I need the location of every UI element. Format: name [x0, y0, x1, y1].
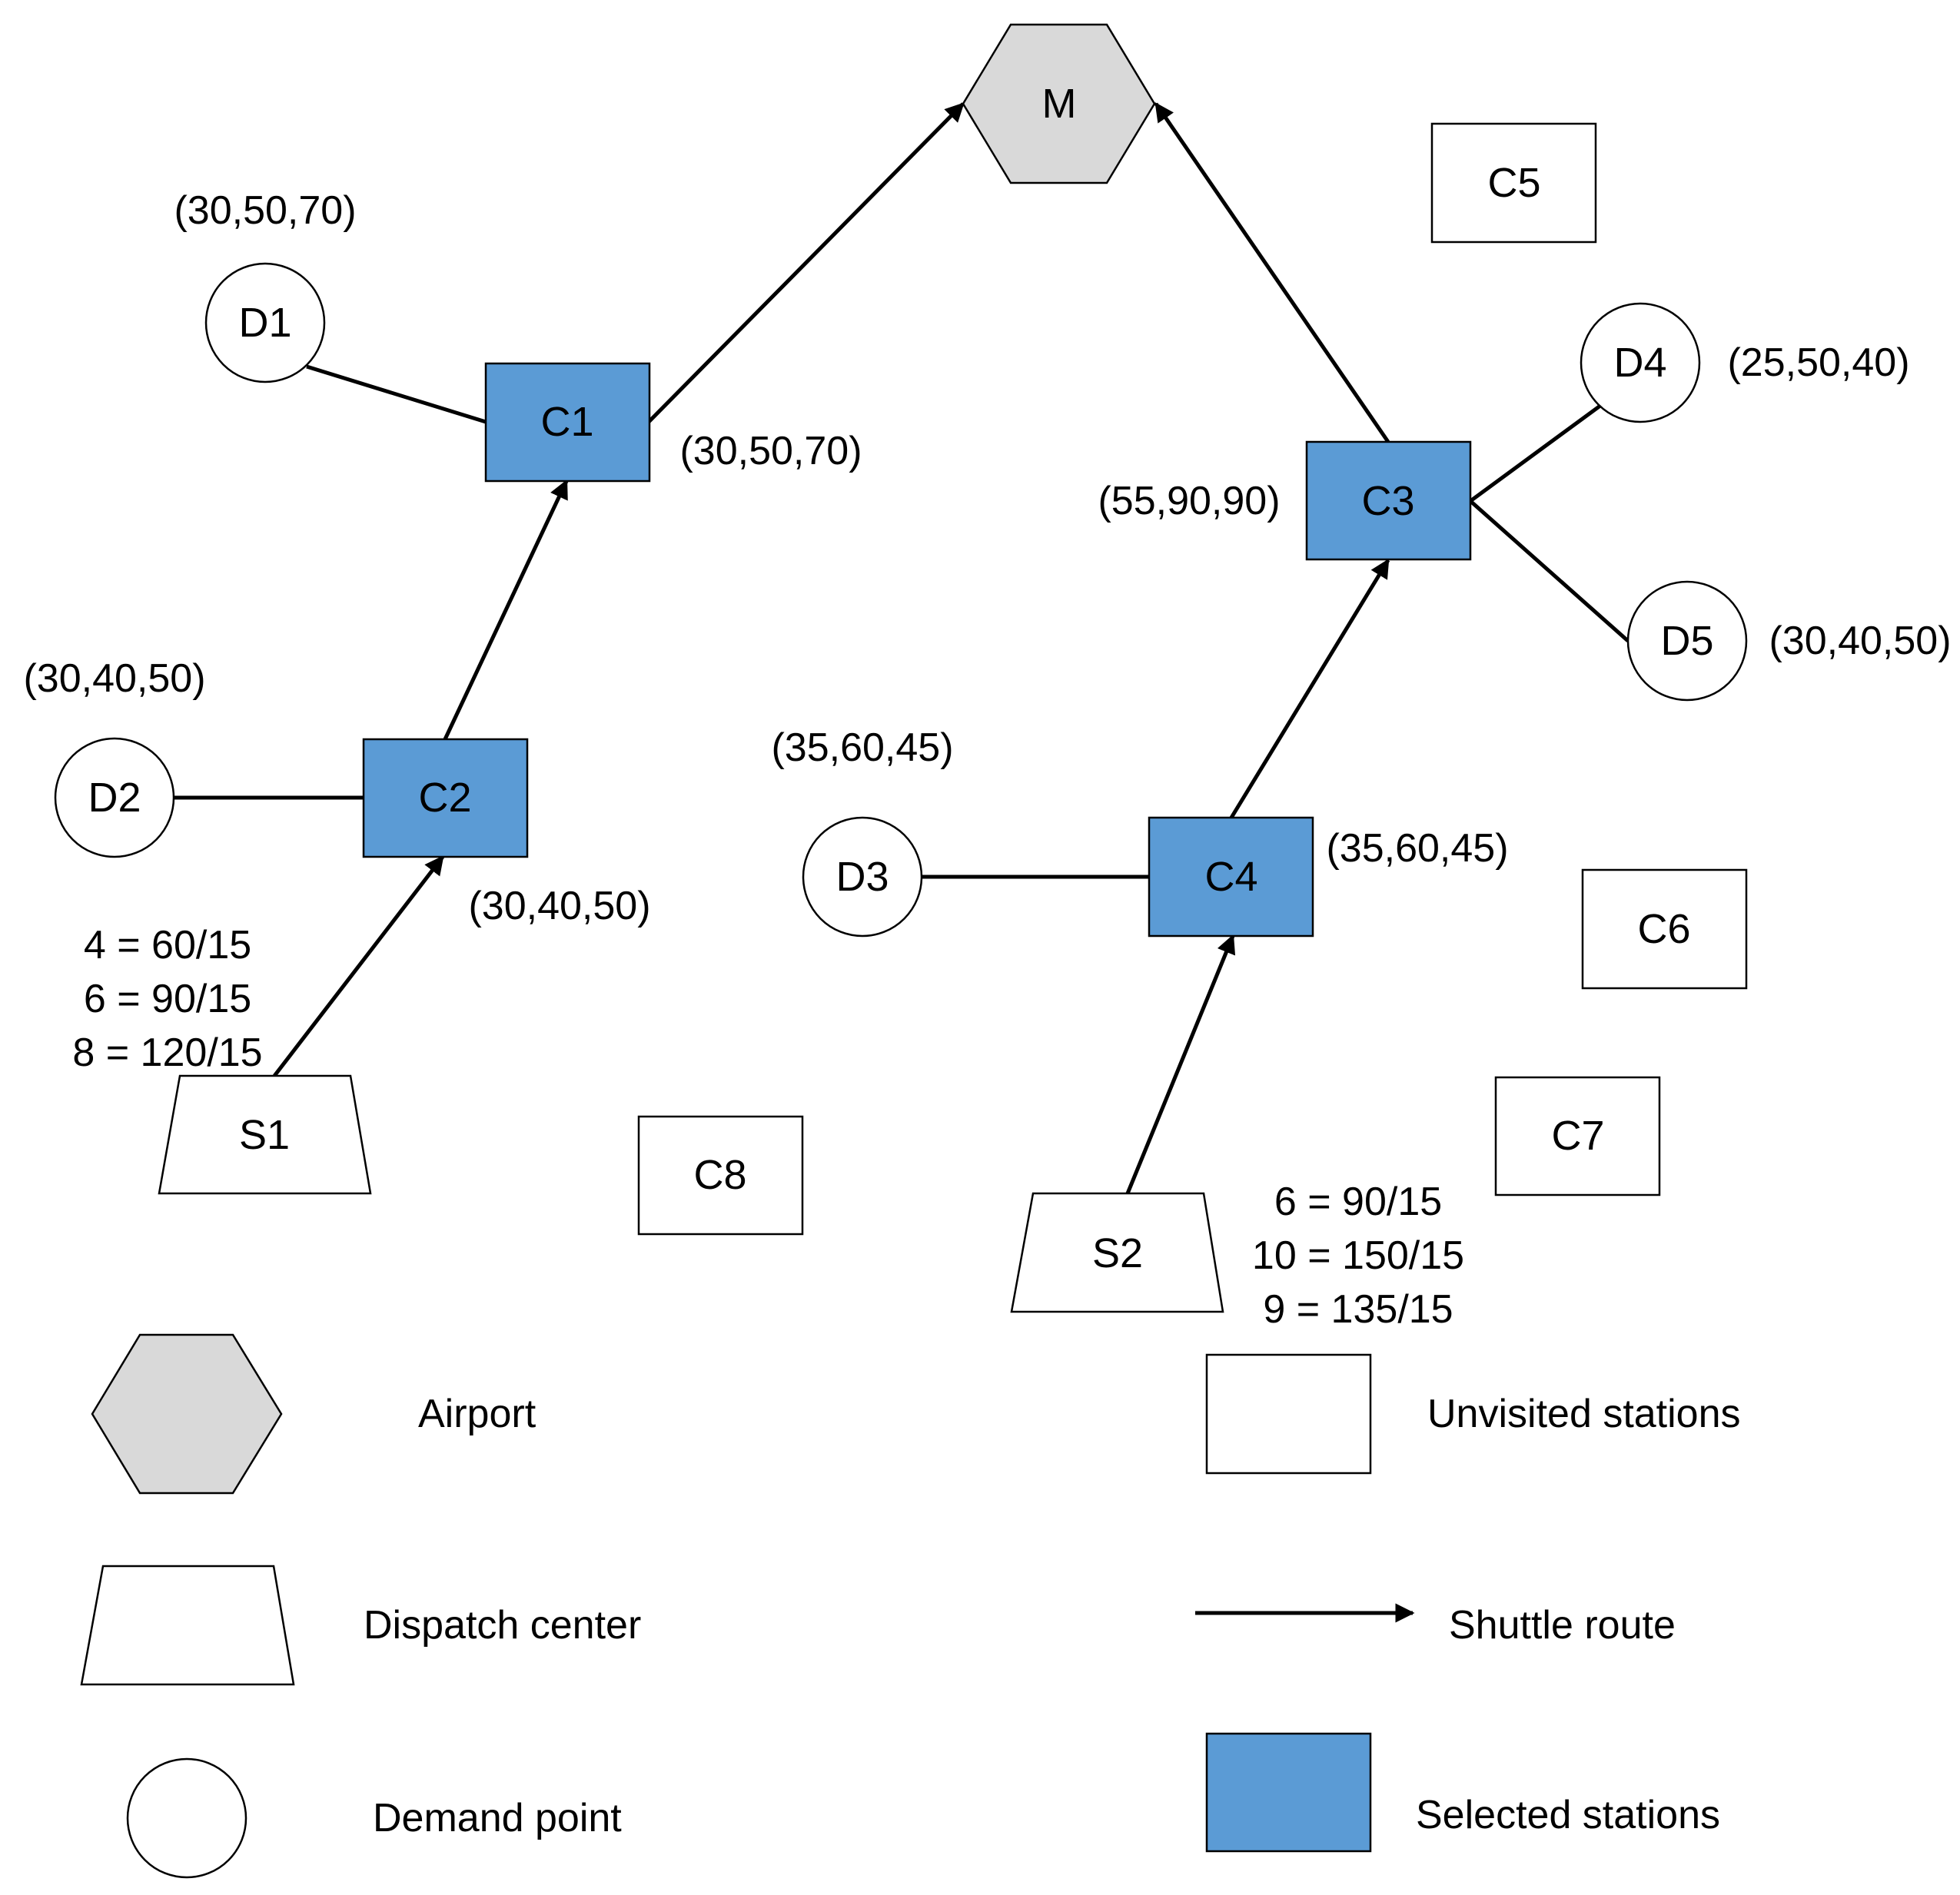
selected-station-box — [484, 362, 651, 483]
circle-icon — [54, 737, 175, 858]
node-label-d3: D3 — [835, 854, 889, 900]
edge-d4-c3 — [1469, 401, 1605, 503]
fleet-s1-line-3: 8 = 120/15 — [72, 1030, 262, 1075]
unvisited-station-box — [637, 1115, 804, 1236]
fleet-s1-line-1: 4 = 60/15 — [84, 923, 251, 967]
annotation-d3: (35,60,45) — [771, 725, 953, 770]
station-c2[interactable]: C2 — [362, 738, 529, 858]
route-s1-c2 — [273, 855, 444, 1077]
annotations-layer: (30,50,70) (30,50,70) (30,40,50) (30,40,… — [23, 188, 1951, 928]
route-s2-c4 — [1125, 934, 1236, 1194]
trapezoid-icon — [80, 1565, 295, 1686]
airport-node-m[interactable]: M — [962, 23, 1156, 184]
legend-label-airport: Airport — [418, 1392, 537, 1436]
node-label-d5: D5 — [1660, 618, 1713, 664]
fleet-info-s2: 6 = 90/15 10 = 150/15 9 = 135/15 — [1252, 1180, 1464, 1332]
legend-label-dispatch: Dispatch center — [364, 1603, 641, 1648]
legend-item-airport: Airport — [91, 1333, 537, 1495]
node-label-c8: C8 — [693, 1152, 746, 1198]
unvisited-station-box — [1205, 1353, 1372, 1475]
node-label-c6: C6 — [1637, 906, 1690, 952]
legend-label-route: Shuttle route — [1449, 1603, 1676, 1648]
selected-station-box — [1148, 816, 1314, 938]
demand-point-d5[interactable]: D5 — [1626, 580, 1748, 702]
legend-item-unvisited: Unvisited stations — [1205, 1353, 1741, 1475]
node-label-s1: S1 — [239, 1112, 290, 1158]
station-c4[interactable]: C4 — [1148, 816, 1314, 938]
edge-d1-c1 — [306, 364, 487, 424]
station-c8[interactable]: C8 — [637, 1115, 804, 1236]
annotation-c4: (35,60,45) — [1326, 826, 1508, 871]
legend-item-demand: Demand point — [126, 1757, 622, 1879]
edge-d5-c3 — [1469, 499, 1629, 642]
edges-layer — [173, 101, 1629, 1194]
node-label-c7: C7 — [1551, 1113, 1604, 1159]
hexagon-icon — [91, 1333, 283, 1495]
unvisited-station-box — [1581, 868, 1748, 990]
node-label-c2: C2 — [418, 775, 471, 821]
route-c3-m — [1154, 101, 1390, 443]
annotation-c3: (55,90,90) — [1098, 479, 1280, 523]
annotation-c1: (30,50,70) — [679, 429, 862, 473]
node-label-d1: D1 — [238, 300, 291, 346]
station-c1[interactable]: C1 — [484, 362, 651, 483]
annotation-d2: (30,40,50) — [23, 656, 205, 701]
node-label-c4: C4 — [1204, 854, 1257, 900]
station-c6[interactable]: C6 — [1581, 868, 1748, 990]
circle-icon — [802, 816, 923, 938]
legend-item-dispatch: Dispatch center — [80, 1565, 641, 1686]
fleet-s2-line-2: 10 = 150/15 — [1252, 1233, 1464, 1278]
legend: Airport Dispatch center Demand point Unv… — [80, 1333, 1741, 1879]
circle-icon — [204, 262, 326, 383]
station-c7[interactable]: C7 — [1494, 1076, 1661, 1196]
circle-icon — [1580, 302, 1701, 423]
node-label-c5: C5 — [1487, 160, 1540, 206]
circle-icon — [126, 1757, 247, 1879]
node-label-d2: D2 — [88, 775, 141, 821]
hexagon-icon — [962, 23, 1156, 184]
selected-station-box — [362, 738, 529, 858]
annotation-d1: (30,50,70) — [174, 188, 356, 233]
legend-label-unvisited: Unvisited stations — [1427, 1392, 1741, 1436]
nodes-layer: M C1 C2 C3 C4 C5 C6 C7 — [54, 23, 1748, 1313]
route-c2-c1 — [443, 479, 569, 741]
node-label-m: M — [1042, 81, 1077, 127]
dispatch-center-s2[interactable]: S2 — [1010, 1192, 1224, 1313]
selected-station-box — [1305, 440, 1472, 561]
trapezoid-icon — [1010, 1192, 1224, 1313]
demand-point-d4[interactable]: D4 — [1580, 302, 1701, 423]
station-c5[interactable]: C5 — [1430, 122, 1597, 244]
unvisited-station-box — [1430, 122, 1597, 244]
demand-point-d3[interactable]: D3 — [802, 816, 923, 938]
legend-item-route: Shuttle route — [1195, 1603, 1676, 1648]
node-label-s2: S2 — [1092, 1230, 1143, 1276]
trapezoid-icon — [158, 1074, 372, 1195]
node-label-c1: C1 — [540, 399, 593, 445]
station-c3[interactable]: C3 — [1305, 440, 1472, 561]
fleet-s2-line-1: 6 = 90/15 — [1274, 1180, 1442, 1224]
legend-label-selected: Selected stations — [1416, 1793, 1720, 1837]
dispatch-center-s1[interactable]: S1 — [158, 1074, 372, 1195]
demand-point-d1[interactable]: D1 — [204, 262, 326, 383]
route-c1-m — [647, 102, 965, 423]
demand-point-d2[interactable]: D2 — [54, 737, 175, 858]
fleet-info-s1: 4 = 60/15 6 = 90/15 8 = 120/15 — [72, 923, 262, 1075]
circle-icon — [1626, 580, 1748, 702]
route-c4-c3 — [1229, 558, 1390, 819]
legend-item-selected: Selected stations — [1205, 1732, 1720, 1853]
selected-station-box — [1205, 1732, 1372, 1853]
legend-label-demand: Demand point — [373, 1796, 622, 1840]
annotation-c2: (30,40,50) — [468, 884, 650, 928]
node-label-d4: D4 — [1613, 340, 1666, 386]
fleet-s2-line-3: 9 = 135/15 — [1263, 1287, 1453, 1332]
fleet-s1-line-2: 6 = 90/15 — [84, 977, 251, 1021]
node-label-c3: C3 — [1361, 478, 1414, 524]
unvisited-station-box — [1494, 1076, 1661, 1196]
annotation-d5: (30,40,50) — [1769, 619, 1951, 663]
annotation-d4: (25,50,40) — [1727, 340, 1909, 385]
